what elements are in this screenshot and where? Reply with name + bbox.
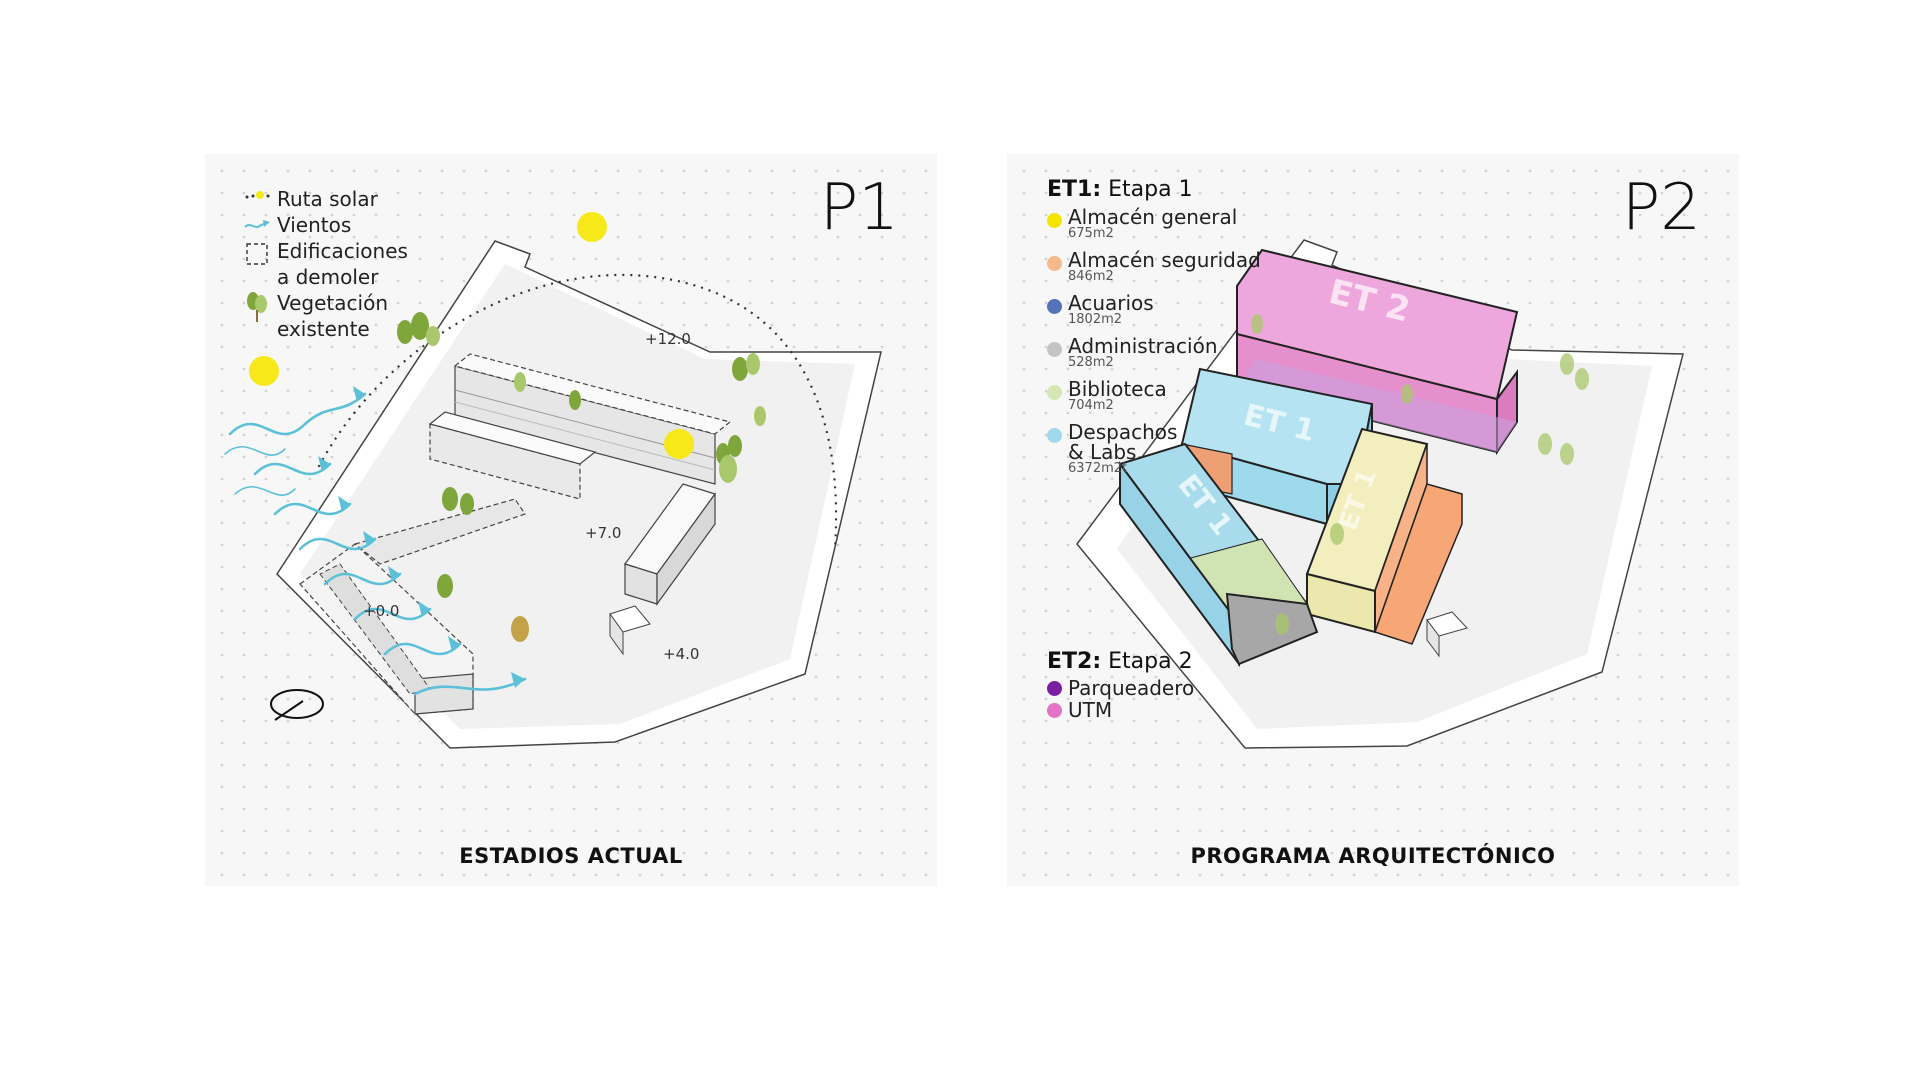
legend-label-line2: existente [277, 317, 370, 341]
wind-arrowheads [318, 386, 525, 688]
block-et1-east: ET 1 [1305, 427, 1463, 645]
legend-area: 528m2 [1068, 355, 1114, 370]
small-structure [1426, 611, 1468, 658]
panel-program: ET 2 ET 1 ET 1 ET 1 [1007, 154, 1739, 886]
legend-item-almacen-seguridad: Almacén seguridad 846m2 [1047, 250, 1261, 283]
stage-1-heading: ET1: Etapa 1 [1047, 176, 1261, 204]
legend-item-vegetation: Vegetación existente [243, 290, 408, 342]
tree-group [1251, 314, 1589, 635]
legend-label: Almacén general [1068, 205, 1238, 229]
legend-label: Vientos [277, 213, 352, 237]
legend-item-wind: Vientos [243, 212, 408, 238]
block-et2-utm: ET 2 [1236, 248, 1519, 456]
panel-label-p2: P2 [1621, 171, 1701, 245]
panel-caption-p1: ESTADIOS ACTUAL [459, 844, 683, 868]
stage-2-name: Etapa 2 [1108, 649, 1193, 674]
panel-current-state: +12.0 +7.0 +0.0 +4.0 Ruta solar Vientos … [205, 154, 937, 886]
legend-label: Acuarios [1068, 291, 1154, 315]
legend-label: Parqueadero [1068, 676, 1195, 700]
north-arrow-icon [270, 689, 324, 721]
legend-label: Administración [1068, 334, 1218, 358]
legend-p2-stage2: ET2: Etapa 2 Parqueadero UTM [1047, 648, 1194, 720]
level-label-west: +0.0 [363, 602, 399, 620]
legend-item-despachos: Despachos & Labs. 6372m2t [1047, 422, 1261, 475]
color-swatch [1047, 342, 1062, 357]
stage-2-code: ET2: [1047, 649, 1102, 674]
legend-item-utm: UTM [1047, 700, 1194, 720]
sun-marker-north [577, 212, 607, 242]
legend-area: 704m2 [1068, 398, 1114, 413]
legend-label: Despachos [1068, 420, 1178, 444]
sun-path-icon [243, 186, 277, 212]
legend-item-demolish: Edificaciones a demoler [243, 238, 408, 290]
building-east-block [624, 483, 716, 606]
color-swatch [1047, 213, 1062, 228]
legend-area: 1802m2 [1068, 312, 1123, 327]
color-swatch [1047, 299, 1062, 314]
wind-arrows [224, 392, 527, 696]
legend-label: Almacén seguridad [1068, 248, 1261, 272]
legend-label-line2: a demoler [277, 265, 379, 289]
legend-label: Biblioteca [1068, 377, 1167, 401]
building-middle-block [428, 411, 597, 500]
legend-area: 6372m2t [1068, 461, 1128, 476]
color-swatch [1047, 256, 1062, 271]
sun-marker-west [249, 356, 279, 386]
legend-label: Vegetación [277, 291, 388, 315]
legend-label: Edificaciones [277, 239, 408, 263]
wind-icon [243, 212, 277, 238]
legend-item-almacen-general: Almacén general 675m2 [1047, 207, 1261, 240]
stage-1-code: ET1: [1047, 177, 1102, 202]
legend-item-administracion: Administración 528m2 [1047, 336, 1261, 369]
legend-label: UTM [1068, 698, 1113, 722]
small-structure [609, 605, 651, 656]
legend-area: 675m2 [1068, 226, 1114, 241]
sun-marker-east [664, 429, 694, 459]
color-swatch [1047, 681, 1062, 696]
demolish-box-icon [243, 238, 277, 265]
color-swatch [1047, 703, 1062, 718]
legend-p1: Ruta solar Vientos Edificaciones a demol… [243, 186, 408, 342]
block-et1-southwest: ET 1 [1118, 442, 1319, 668]
legend-item-parqueadero: Parqueadero [1047, 678, 1194, 698]
level-label-center: +7.0 [585, 524, 621, 542]
building-west-l-block [299, 498, 526, 715]
legend-label: Ruta solar [277, 187, 378, 211]
level-label-east: +4.0 [663, 645, 699, 663]
legend-area: 846m2 [1068, 269, 1114, 284]
tree-icon [243, 290, 277, 322]
legend-item-acuarios: Acuarios 1802m2 [1047, 293, 1261, 326]
level-label-north: +12.0 [645, 330, 691, 348]
site-axonometric-p1: +12.0 +7.0 +0.0 +4.0 [224, 212, 882, 749]
color-swatch [1047, 428, 1062, 443]
stage-1-name: Etapa 1 [1108, 177, 1193, 202]
color-swatch [1047, 385, 1062, 400]
legend-item-sun-path: Ruta solar [243, 186, 408, 212]
legend-label-line2: & Labs. [1068, 440, 1143, 464]
tree-group [397, 312, 766, 642]
stage-2-heading: ET2: Etapa 2 [1047, 648, 1194, 676]
legend-item-biblioteca: Biblioteca 704m2 [1047, 379, 1261, 412]
building-north-block [453, 353, 732, 485]
panel-caption-p2: PROGRAMA ARQUITECTÓNICO [1190, 844, 1556, 868]
legend-p2-stage1: ET1: Etapa 1 Almacén general 675m2 Almac… [1047, 176, 1261, 475]
site-axonometric-p2: ET 2 ET 1 ET 1 ET 1 [1076, 239, 1684, 749]
panel-label-p1: P1 [819, 171, 899, 245]
